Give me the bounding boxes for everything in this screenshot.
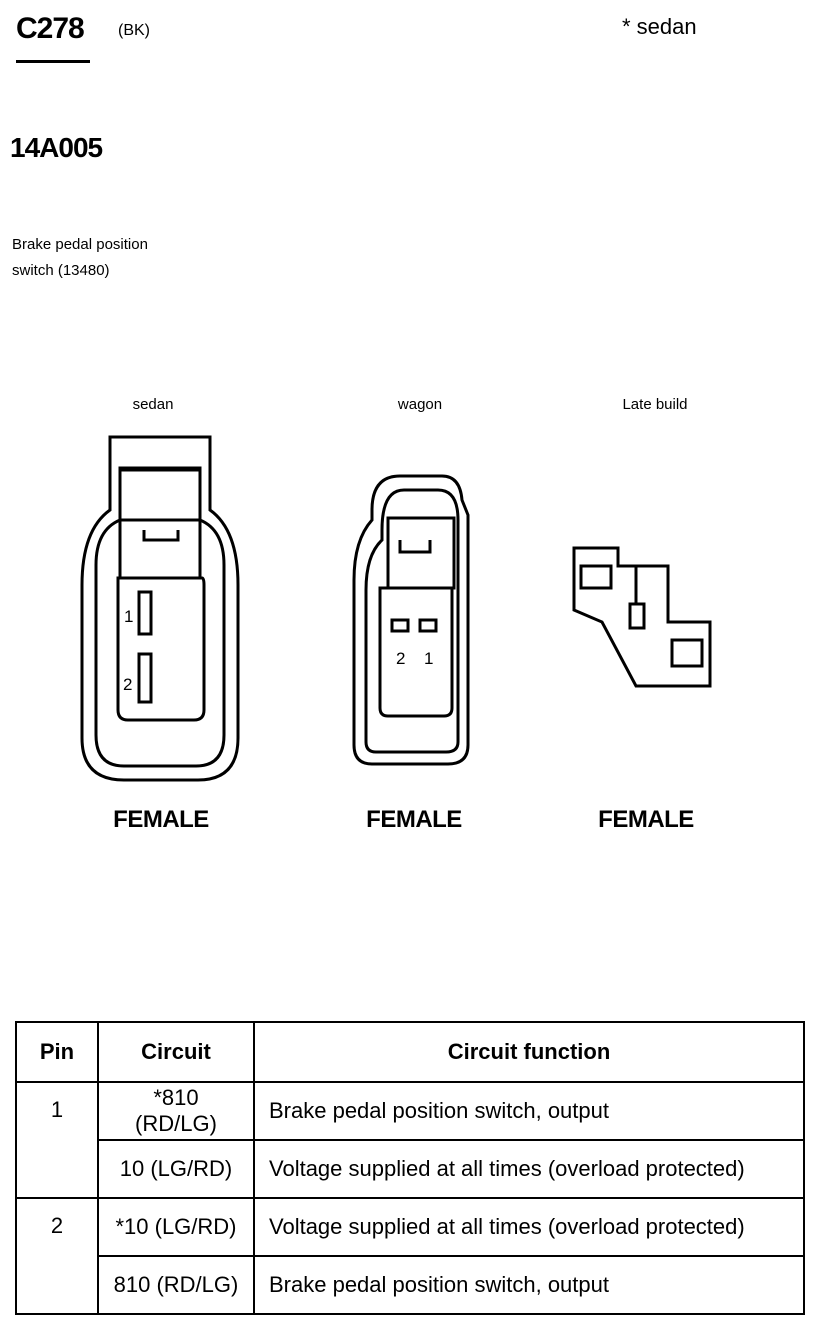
- component-name-line-1: Brake pedal position: [12, 236, 148, 253]
- sedan-connector-drawing: [80, 435, 240, 782]
- view-label-wagon: wagon: [397, 396, 443, 413]
- gender-label-sedan: FEMALE: [113, 806, 209, 833]
- table-row: 810 (RD/LG) Brake pedal position switch,…: [16, 1255, 805, 1315]
- function-cell: Voltage supplied at all times (overload …: [253, 1139, 805, 1199]
- circuit-cell: *10 (LG/RD): [97, 1197, 255, 1257]
- gender-label-wagon: FEMALE: [366, 806, 462, 833]
- sedan-note: * sedan: [622, 14, 697, 39]
- circuit-cell: *810 (RD/LG): [97, 1081, 255, 1141]
- table-row: 1 *810 (RD/LG) Brake pedal position swit…: [15, 1081, 805, 1199]
- component-name: Brake pedal position switch (13480): [12, 232, 148, 284]
- connector-id-underline: [16, 60, 90, 63]
- function-cell: Voltage supplied at all times (overload …: [253, 1197, 805, 1257]
- wagon-pin-1-label: 1: [424, 649, 433, 668]
- pin-cell: 1: [15, 1081, 99, 1199]
- part-number: 14A005: [10, 132, 103, 163]
- pin-cell: 2: [15, 1197, 99, 1315]
- sedan-pin-1-label: 1: [124, 607, 133, 626]
- connector-diagrams: 1 2 2 1: [80, 435, 712, 782]
- view-label-late-build: Late build: [622, 396, 688, 413]
- circuit-cell: 10 (LG/RD): [97, 1139, 255, 1199]
- component-name-line-2: switch (13480): [12, 262, 110, 279]
- function-cell: Brake pedal position switch, output: [253, 1081, 805, 1141]
- connector-id: C278: [16, 12, 85, 45]
- wagon-pin-2-label: 2: [396, 649, 405, 668]
- function-cell: Brake pedal position switch, output: [253, 1255, 805, 1315]
- table-row: 2 *10 (LG/RD) Voltage supplied at all ti…: [15, 1197, 805, 1315]
- view-label-sedan: sedan: [132, 396, 174, 413]
- gender-label-late-build: FEMALE: [598, 806, 694, 833]
- header-circuit: Circuit: [97, 1021, 255, 1083]
- connector-color: (BK): [118, 22, 150, 39]
- table-header-row: Pin Circuit Circuit function: [15, 1021, 805, 1083]
- header-pin: Pin: [15, 1021, 99, 1083]
- late-build-connector-drawing: [572, 546, 712, 688]
- circuit-cell: 810 (RD/LG): [97, 1255, 255, 1315]
- wagon-connector-drawing: [352, 474, 470, 766]
- sedan-pin-2-label: 2: [123, 675, 132, 694]
- header-circuit-function: Circuit function: [253, 1021, 805, 1083]
- pin-table: Pin Circuit Circuit function 1 *810 (RD/…: [15, 1021, 805, 1315]
- table-row: 10 (LG/RD) Voltage supplied at all times…: [16, 1139, 805, 1199]
